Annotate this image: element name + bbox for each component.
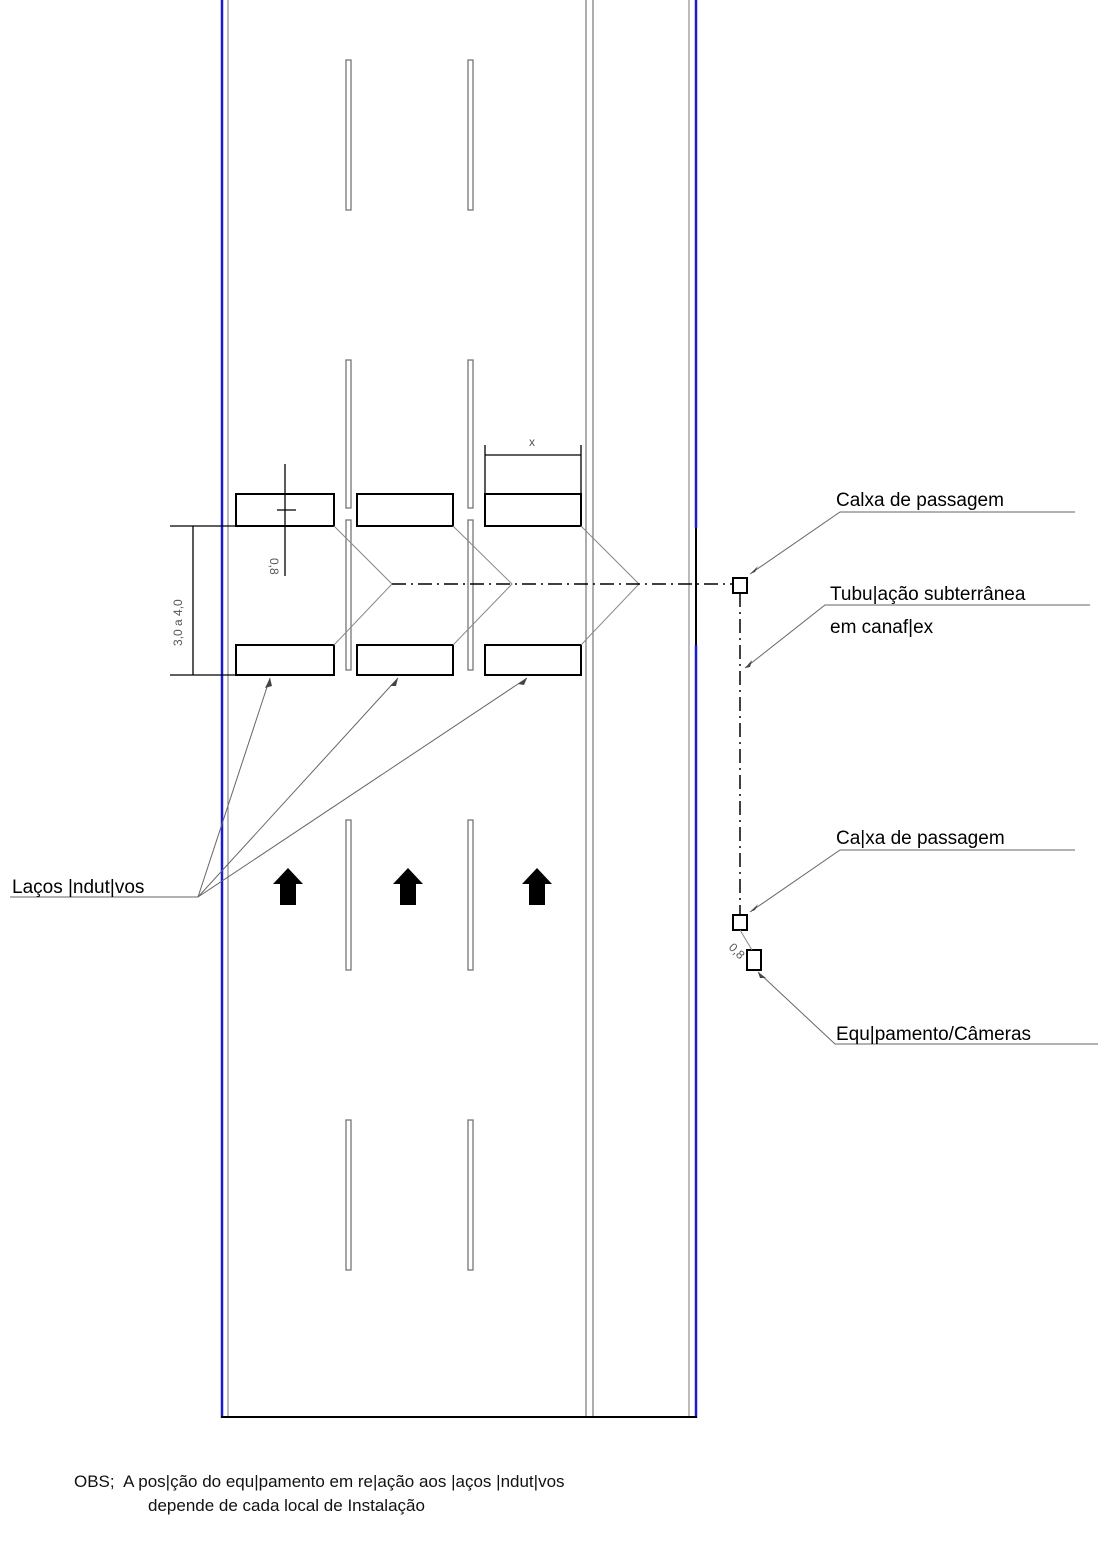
loop-lane2-bottom	[356, 644, 454, 676]
direction-arrows	[273, 868, 552, 905]
connector-lane3	[580, 525, 640, 646]
connector-lane1	[333, 525, 393, 646]
lane-dash	[345, 519, 352, 671]
equipment-link	[739, 929, 753, 951]
loop-lane3-bottom	[484, 644, 582, 676]
loop-lane2-top	[356, 493, 454, 527]
lane-dash	[467, 819, 474, 971]
note-text-1: A pos|ção do equ|pamento em re|ação aos …	[123, 1472, 565, 1491]
label-tubulacao-line1: Tubu|ação subterrânea	[830, 584, 1026, 605]
lane-dash	[467, 359, 474, 509]
lane-dash	[467, 519, 474, 671]
loop-lane3-top	[484, 493, 582, 527]
label-lacos: Laços |ndut|vos	[12, 877, 144, 898]
underground-duct	[392, 583, 741, 915]
lane-dash	[345, 359, 352, 509]
dim-loop-width	[484, 445, 582, 494]
lane-divider-2	[467, 59, 474, 1271]
note-line-2: depende de cada local de Instalação	[148, 1496, 425, 1515]
lane-dash	[345, 1119, 352, 1271]
label-caixa-bottom: Ca|xa de passagem	[836, 828, 1005, 849]
leader-caixa-top	[749, 511, 1075, 575]
loop-lane1-bottom	[235, 644, 335, 676]
dim-loop-depth-label: 0,8	[267, 558, 281, 575]
lane-dash	[467, 59, 474, 211]
observation-note: OBS; A pos|ção do equ|pamento em re|ação…	[74, 1470, 565, 1518]
leader-caixa-bottom	[749, 849, 1075, 913]
leader-lacos-2	[197, 677, 399, 898]
label-caixa-top: Calxa de passagem	[836, 490, 1004, 511]
lane-dash	[345, 59, 352, 211]
lane-divider-1	[345, 59, 352, 1271]
note-prefix: OBS;	[74, 1472, 115, 1491]
dim-width-label: x	[529, 435, 535, 449]
leader-lines	[10, 511, 1098, 1045]
dim-loop-depth	[277, 464, 296, 576]
junction-box-bottom	[732, 914, 748, 931]
up-arrow-icon	[393, 868, 423, 905]
dim-loop-spacing	[170, 525, 236, 676]
equipment-box	[746, 949, 762, 971]
lane-dash	[467, 1119, 474, 1271]
leader-tubulacao	[744, 604, 1090, 669]
junction-box-top	[732, 577, 748, 594]
dim-spacing-label: 3,0 a 4,0	[171, 599, 185, 646]
lane-dash	[345, 819, 352, 971]
leader-lacos-1	[197, 677, 271, 898]
leader-lacos-3	[197, 677, 528, 898]
label-equipamento: Equ|pamento/Câmeras	[836, 1024, 1031, 1045]
connector-lane2	[452, 525, 513, 646]
equipment-small-dim: 0,8	[726, 940, 748, 962]
note-line-1: OBS; A pos|ção do equ|pamento em re|ação…	[74, 1470, 565, 1494]
up-arrow-icon	[273, 868, 303, 905]
up-arrow-icon	[522, 868, 552, 905]
leader-equipamento	[757, 971, 1098, 1045]
leader-arrowheads	[265, 566, 766, 978]
label-tubulacao-line2: em canaf|ex	[830, 617, 934, 638]
